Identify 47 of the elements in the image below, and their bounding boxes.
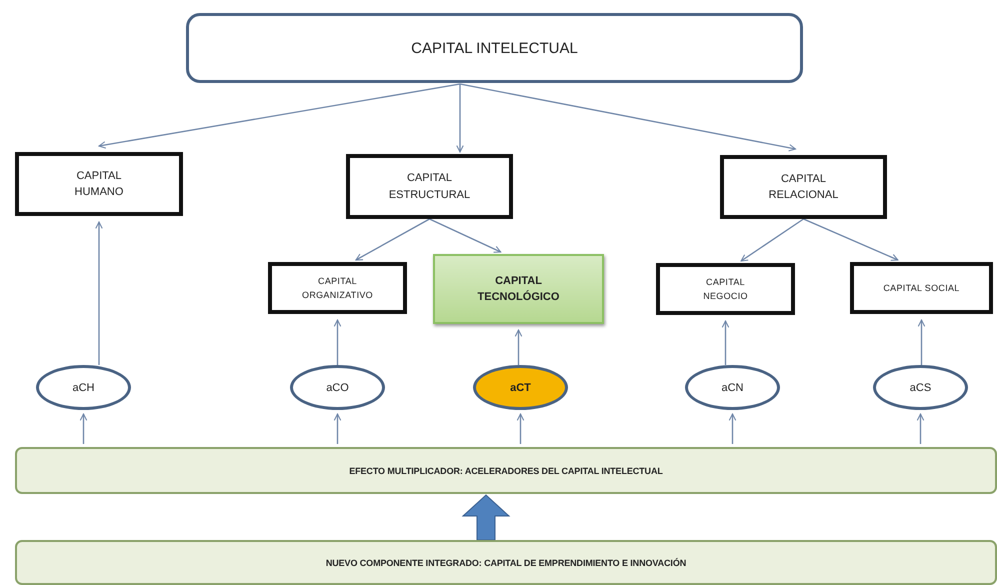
subcategory-box (850, 262, 993, 314)
node-label: CAPITAL HUMANO (74, 168, 124, 200)
subcategory-box (656, 263, 795, 315)
banner-box (15, 447, 997, 494)
accelerator-ellipse (685, 365, 780, 410)
node-label: CAPITAL TECNOLÓGICO (476, 274, 560, 305)
arrow (95, 221, 103, 365)
arrow (514, 329, 522, 365)
node-label: CAPITAL SOCIAL (883, 282, 960, 295)
highlighted-box (433, 254, 604, 324)
accelerator-ellipse (290, 365, 385, 410)
subcategory-box (268, 262, 407, 314)
node-label: CAPITAL RELACIONAL (768, 172, 840, 203)
banner-box (15, 540, 997, 585)
arrow (516, 413, 524, 444)
node-label: NUEVO COMPONENTE INTEGRADO: CAPITAL DE EMPRENDIMIENTO E INNOVACIÓN (326, 558, 686, 568)
arrow (916, 413, 924, 444)
node-label: CAPITAL NEGOCIO (702, 276, 749, 303)
arrow (740, 218, 804, 262)
arrow (722, 320, 730, 365)
arrow (334, 413, 342, 444)
arrow (460, 83, 796, 152)
arrow (80, 413, 88, 444)
arrow (456, 84, 464, 153)
node-label: CAPITAL ESTRUCTURAL (388, 171, 472, 202)
title-box (186, 13, 803, 83)
accelerator-ellipse (873, 365, 968, 410)
arrow (334, 319, 342, 365)
arrow (918, 319, 926, 365)
category-box (15, 152, 183, 216)
node-label: aCN (721, 382, 744, 394)
node-label: EFECTO MULTIPLICADOR: ACELERADORES DEL CAPITAL INTELECTUAL (349, 466, 663, 476)
node-label: aCH (72, 382, 94, 394)
category-box (346, 154, 513, 219)
node-label: CAPITAL ORGANIZATIVO (301, 274, 374, 302)
category-box (720, 155, 887, 219)
node-label: aCS (910, 382, 932, 394)
arrow (803, 218, 898, 261)
arrow (355, 218, 430, 261)
block-arrow (462, 494, 510, 540)
node-label: CAPITAL INTELECTUAL (411, 40, 578, 56)
node-label: aCO (326, 382, 349, 394)
arrow (429, 218, 502, 253)
node-label: aCT (510, 382, 531, 394)
arrow (98, 83, 460, 149)
arrow (728, 413, 736, 444)
accelerator-ellipse (36, 365, 131, 410)
